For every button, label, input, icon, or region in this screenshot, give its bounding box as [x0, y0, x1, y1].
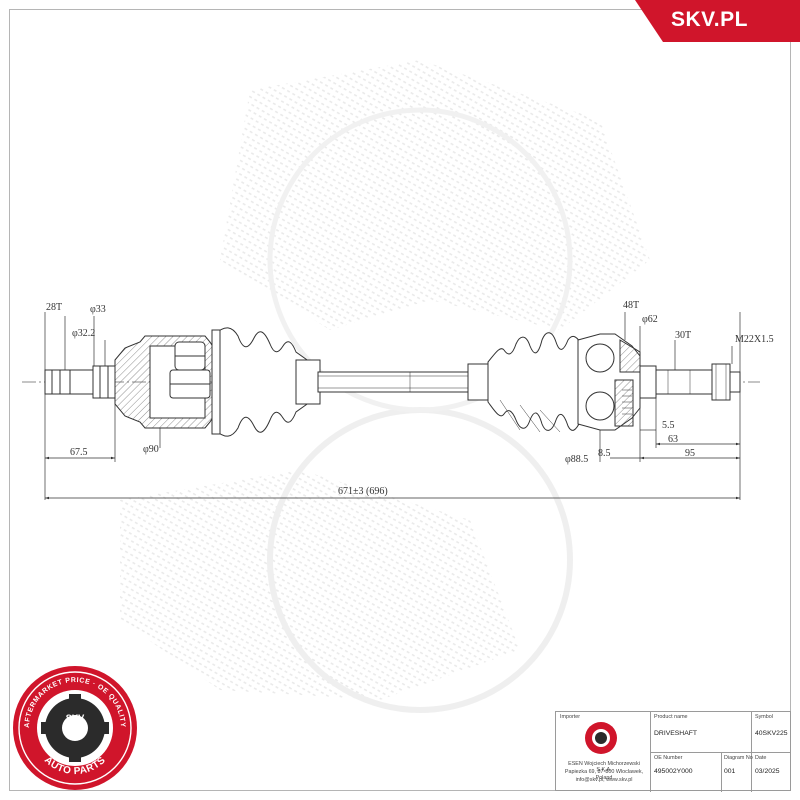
seal-center-text: SKV: [66, 713, 85, 723]
dim-dia-62: φ62: [642, 314, 658, 325]
product-name: DRIVESHAFT: [654, 730, 698, 737]
main-shaft: [317, 371, 469, 393]
oe-number: 495002Y000: [654, 768, 693, 775]
date-label: Date: [755, 755, 767, 761]
diagram-no-label: Diagram No: [724, 755, 753, 761]
dim-len-95: 95: [685, 448, 695, 459]
importer-address-line-1: ESEN Wojciech Michorzewski S.K.A.: [568, 761, 640, 773]
brand-tab-shape: [635, 0, 800, 42]
dimension-lines: [44, 312, 741, 500]
dim-dia-32-2: φ32.2: [72, 328, 95, 339]
dim-len-63: 63: [668, 434, 678, 445]
outer-boot: [467, 332, 581, 433]
oe-number-label: OE Number: [654, 755, 683, 761]
importer-label: Importer: [560, 714, 581, 720]
dim-len-67-5: 67.5: [70, 447, 88, 458]
outer-stub-shaft: [639, 363, 741, 401]
brand-tab: SKV.PL: [635, 0, 800, 42]
diagram-no: 001: [724, 768, 736, 775]
symbol-value: 40SKV225: [755, 730, 788, 737]
product-name-label: Product name: [654, 714, 688, 720]
seal-graphic: SKV AFTERMARKET PRICE · OE QUALITY AUTO …: [13, 666, 137, 790]
dim-total-length: 671±3 (696): [338, 486, 388, 497]
dim-dia-88-5: φ88.5: [565, 454, 588, 465]
outer-joint: [577, 333, 641, 431]
dim-spline-outer: 48T: [623, 300, 639, 311]
drawing-frame: [9, 9, 791, 791]
dim-thread: M22X1.5: [735, 334, 774, 345]
importer-logo: [585, 722, 617, 754]
dim-len-5-5: 5.5: [662, 420, 675, 431]
dim-spline-left: 28T: [46, 302, 62, 313]
left-stub-shaft: [44, 365, 116, 399]
importer-address-line-2: Papiezka 69, 87-800 Wloclawek, Poland: [564, 769, 644, 781]
symbol-label: Symbol: [755, 714, 773, 720]
inner-boot: [211, 327, 321, 437]
inner-joint-housing: [114, 335, 216, 429]
watermark: [120, 60, 650, 713]
dim-dia-90: φ90: [143, 444, 159, 455]
dim-len-8-5: 8.5: [598, 448, 611, 459]
date-value: 03/2025: [755, 768, 780, 775]
dimension-labels: 28T φ33 φ32.2 φ90 67.5 671±3 (696) 48T φ…: [46, 300, 774, 497]
brand-name: SKV.PL: [671, 8, 748, 31]
quality-seal: SKV AFTERMARKET PRICE · OE QUALITY AUTO …: [9, 660, 139, 790]
dim-dia-33: φ33: [90, 304, 106, 315]
dim-spline-right: 30T: [675, 330, 691, 341]
importer-address-line-3: info@skv.pl, www.skv.pl: [575, 777, 633, 783]
title-block: Importer ESEN Wojciech Michorzewski S.K.…: [555, 711, 791, 792]
